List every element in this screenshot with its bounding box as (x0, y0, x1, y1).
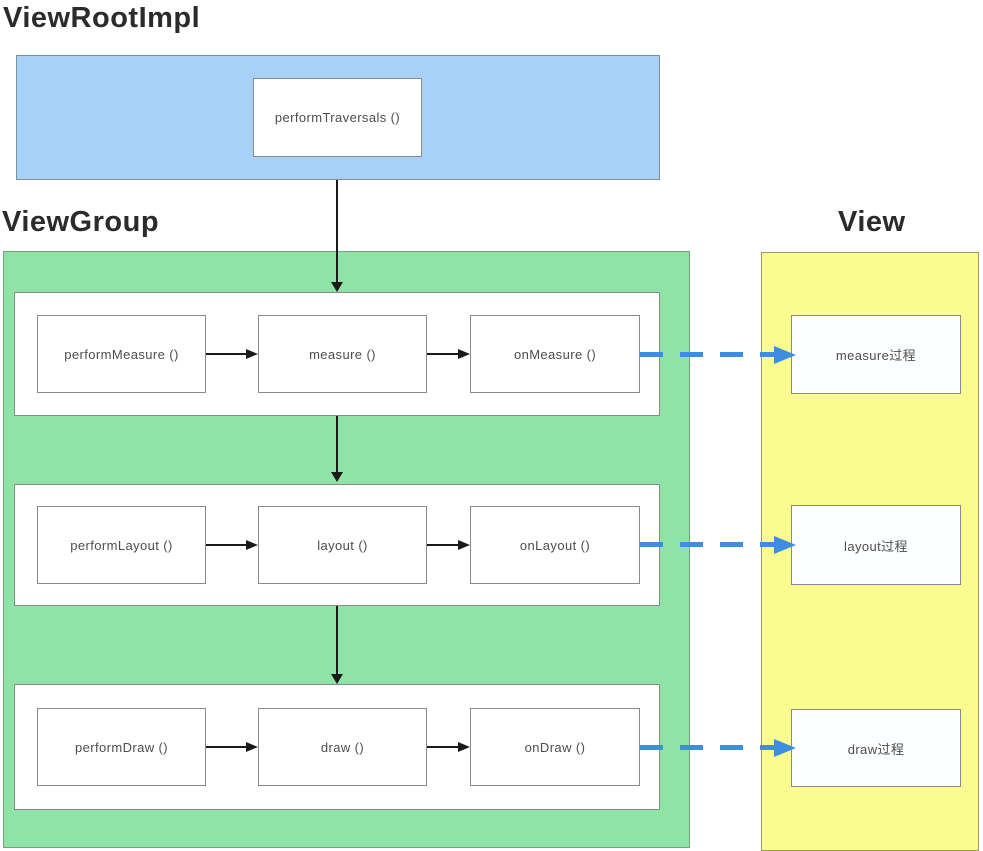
box-layout-process: layout过程 (791, 505, 961, 585)
arrowhead-right-icon (246, 742, 258, 752)
box-on-draw: onDraw () (470, 708, 640, 786)
box-layout: layout () (258, 506, 427, 584)
arrowhead-right-icon (246, 349, 258, 359)
box-draw-process: draw过程 (791, 709, 961, 787)
arrow-line-draw-ondraw (427, 746, 459, 748)
arrow-line-performlayout-layout (206, 544, 247, 546)
section-title-viewrootimpl: ViewRootImpl (3, 2, 201, 34)
arrow-line-layout-to-draw (336, 606, 338, 675)
box-perform-measure: performMeasure () (37, 315, 206, 393)
arrow-line-performdraw-draw (206, 746, 247, 748)
arrow-line-traversals-to-measure (336, 180, 338, 283)
arrowhead-down-icon (331, 472, 343, 482)
blue-arrowhead-right-icon (774, 739, 796, 757)
box-on-measure: onMeasure () (470, 315, 640, 393)
dashed-arrow-onlayout-to-layoutprocess (640, 542, 776, 547)
dashed-arrow-onmeasure-to-measureprocess (640, 352, 776, 357)
box-on-layout: onLayout () (470, 506, 640, 584)
box-perform-draw: performDraw () (37, 708, 206, 786)
dashed-arrow-ondraw-to-drawprocess (640, 745, 776, 750)
section-title-viewgroup: ViewGroup (2, 206, 160, 238)
arrowhead-right-icon (458, 742, 470, 752)
blue-arrowhead-right-icon (774, 536, 796, 554)
box-draw: draw () (258, 708, 427, 786)
arrowhead-down-icon (331, 674, 343, 684)
section-title-view: View (838, 206, 906, 238)
blue-arrowhead-right-icon (774, 346, 796, 364)
box-perform-layout: performLayout () (37, 506, 206, 584)
arrow-line-layout-onlayout (427, 544, 459, 546)
arrowhead-right-icon (458, 540, 470, 550)
box-measure-process: measure过程 (791, 315, 961, 394)
arrow-line-measure-onmeasure (427, 353, 459, 355)
arrowhead-right-icon (458, 349, 470, 359)
box-measure: measure () (258, 315, 427, 393)
arrowhead-down-icon (331, 282, 343, 292)
arrowhead-right-icon (246, 540, 258, 550)
arrow-line-performmeasure-measure (206, 353, 247, 355)
box-perform-traversals: performTraversals () (253, 78, 422, 157)
arrow-line-measure-to-layout (336, 416, 338, 473)
